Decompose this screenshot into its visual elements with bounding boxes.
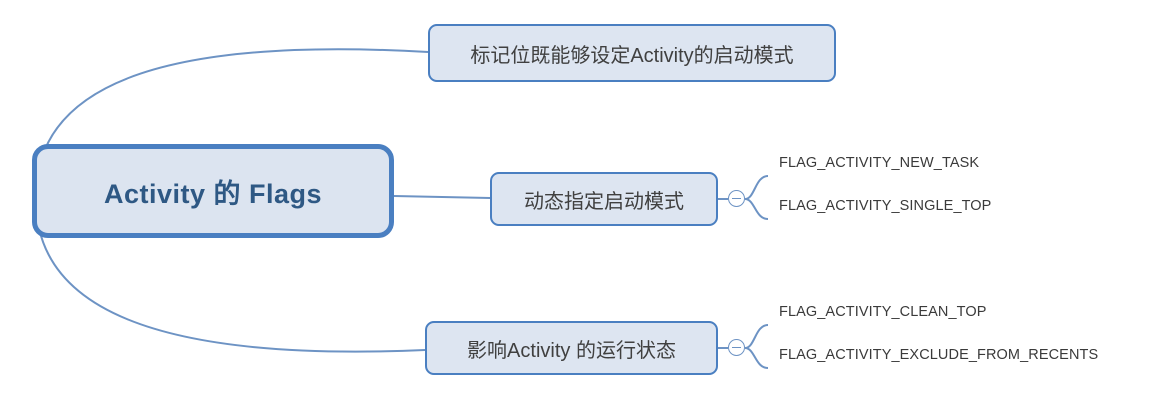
leaf-node-label: FLAG_ACTIVITY_CLEAN_TOP	[779, 304, 987, 320]
leaf-node[interactable]: FLAG_ACTIVITY_EXCLUDE_FROM_RECENTS	[763, 338, 1162, 368]
branch-node-1[interactable]: 标记位既能够设定Activity的启动模式	[428, 24, 836, 82]
leaf-node-label: FLAG_ACTIVITY_EXCLUDE_FROM_RECENTS	[779, 347, 1099, 363]
branch-node-3[interactable]: 影响Activity 的运行状态	[425, 321, 718, 375]
leaf-node[interactable]: FLAG_ACTIVITY_NEW_TASK	[763, 146, 1016, 176]
leaf-node[interactable]: FLAG_ACTIVITY_CLEAN_TOP	[763, 295, 1011, 325]
leaf-node-label: FLAG_ACTIVITY_NEW_TASK	[779, 155, 980, 171]
collapse-minus-icon[interactable]	[728, 190, 745, 207]
leaf-node[interactable]: FLAG_ACTIVITY_SINGLE_TOP	[763, 189, 1016, 219]
edge-root-to-branch2	[393, 195, 491, 199]
branch-node-3-label: 影响Activity 的运行状态	[467, 339, 676, 362]
leaf-node-label: FLAG_ACTIVITY_SINGLE_TOP	[779, 198, 992, 214]
root-node[interactable]: Activity 的 Flags	[32, 144, 394, 238]
branch-node-2-label: 动态指定启动模式	[524, 190, 684, 213]
branch-node-1-label: 标记位既能够设定Activity的启动模式	[470, 44, 794, 67]
branch-node-2[interactable]: 动态指定启动模式	[490, 172, 718, 226]
root-node-label: Activity 的 Flags	[103, 178, 323, 209]
collapse-minus-icon[interactable]	[728, 339, 745, 356]
